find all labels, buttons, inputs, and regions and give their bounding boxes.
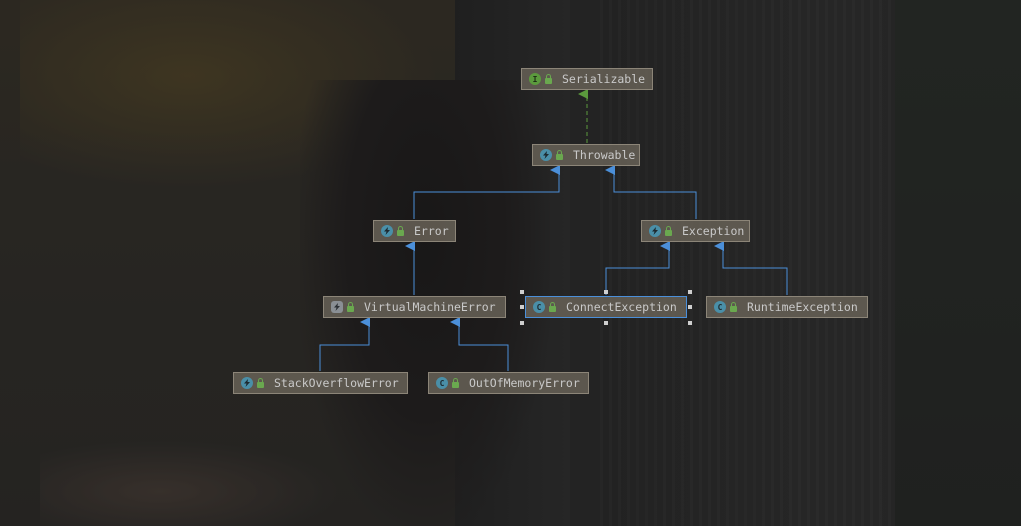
abstract-class-icon — [331, 301, 343, 313]
edge-exception-throwable — [605, 165, 697, 219]
public-access-icon — [665, 225, 672, 236]
node-throwable[interactable]: Throwable — [532, 144, 640, 166]
public-access-icon — [549, 301, 556, 312]
public-access-icon — [556, 149, 563, 160]
edge-connect-exception — [605, 241, 670, 295]
node-outofmemoryerror[interactable]: C OutOfMemoryError — [428, 372, 589, 394]
node-label: Serializable — [562, 72, 646, 86]
throwable-class-icon — [540, 149, 552, 161]
node-exception[interactable]: Exception — [641, 220, 750, 242]
edge-error-throwable — [413, 165, 560, 219]
node-label: StackOverflowError — [274, 376, 399, 390]
selection-handle[interactable] — [688, 321, 692, 325]
class-icon: C — [714, 301, 726, 313]
throwable-class-icon — [381, 225, 393, 237]
node-stackoverflowerror[interactable]: StackOverflowError — [233, 372, 408, 394]
node-label: Throwable — [573, 148, 636, 162]
node-label: RuntimeException — [747, 300, 858, 314]
edge-oome-vme — [450, 317, 509, 371]
edge-runtime-exception — [714, 241, 788, 295]
throwable-class-icon — [241, 377, 253, 389]
selection-handle[interactable] — [520, 321, 524, 325]
public-access-icon — [730, 301, 737, 312]
class-icon: C — [533, 301, 545, 313]
selection-handle[interactable] — [604, 321, 608, 325]
node-label: ConnectException — [566, 300, 677, 314]
node-label: Exception — [682, 224, 745, 238]
public-access-icon — [397, 225, 404, 236]
node-serializable[interactable]: I Serializable — [521, 68, 653, 90]
public-access-icon — [257, 377, 264, 388]
node-connectexception[interactable]: C ConnectException — [525, 296, 687, 318]
node-virtualmachineerror[interactable]: VirtualMachineError — [323, 296, 506, 318]
selection-handle[interactable] — [688, 305, 692, 309]
node-label: OutOfMemoryError — [469, 376, 580, 390]
edge-soe-vme — [319, 317, 370, 371]
node-label: VirtualMachineError — [364, 300, 496, 314]
public-access-icon — [452, 377, 459, 388]
public-access-icon — [545, 73, 552, 84]
node-runtimeexception[interactable]: C RuntimeException — [706, 296, 868, 318]
selection-handle[interactable] — [688, 290, 692, 294]
public-access-icon — [347, 301, 354, 312]
class-icon: C — [436, 377, 448, 389]
node-error[interactable]: Error — [373, 220, 456, 242]
interface-icon: I — [529, 73, 541, 85]
throwable-class-icon — [649, 225, 661, 237]
selection-handle[interactable] — [604, 290, 608, 294]
node-label: Error — [414, 224, 449, 238]
selection-handle[interactable] — [520, 305, 524, 309]
selection-handle[interactable] — [520, 290, 524, 294]
